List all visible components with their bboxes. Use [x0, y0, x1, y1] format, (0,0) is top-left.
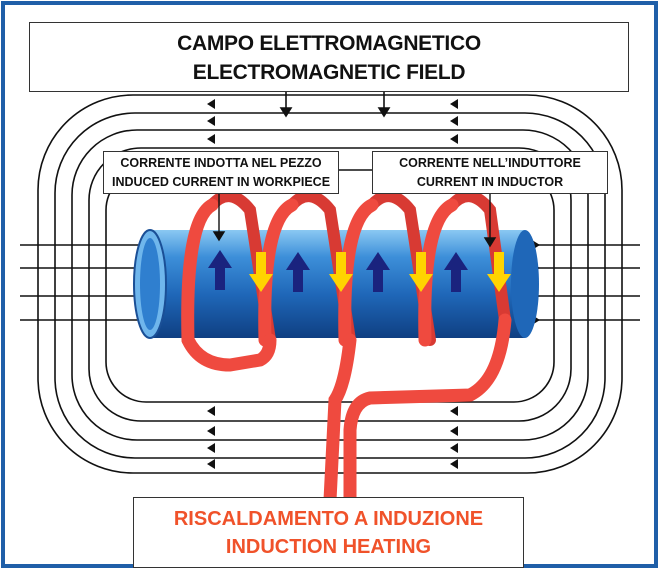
label-pointers [212, 194, 497, 248]
title-line2: ELECTROMAGNETIC FIELD [192, 61, 466, 84]
title-box: CAMPO ELETTROMAGNETICO ELECTROMAGNETIC F… [29, 22, 629, 92]
induced-current-label-line1: CORRENTE INDOTTA NEL PEZZO [120, 156, 322, 170]
title-line1: CAMPO ELETTROMAGNETICO [177, 32, 481, 55]
coil-current-arrows [249, 252, 511, 292]
induction-heating-line1: RISCALDAMENTO A INDUZIONE [173, 508, 484, 530]
induced-current-label: CORRENTE INDOTTA NEL PEZZO INDUCED CURRE… [103, 151, 339, 194]
induced-current-arrows [208, 250, 468, 292]
induced-current-label-line2: INDUCED CURRENT IN WORKPIECE [111, 175, 331, 189]
inductor-current-label: CORRENTE NELL’INDUTTORE CURRENT IN INDUC… [372, 151, 608, 194]
inductor-current-label-line1: CORRENTE NELL’INDUTTORE [399, 156, 581, 170]
induction-heating-box: RISCALDAMENTO A INDUZIONE INDUCTION HEAT… [133, 497, 524, 568]
coil-front [181, 198, 512, 507]
induction-heating-line2: INDUCTION HEATING [225, 536, 432, 558]
title-pointers [279, 92, 391, 118]
inductor-current-label-line2: CURRENT IN INDUCTOR [416, 175, 564, 189]
